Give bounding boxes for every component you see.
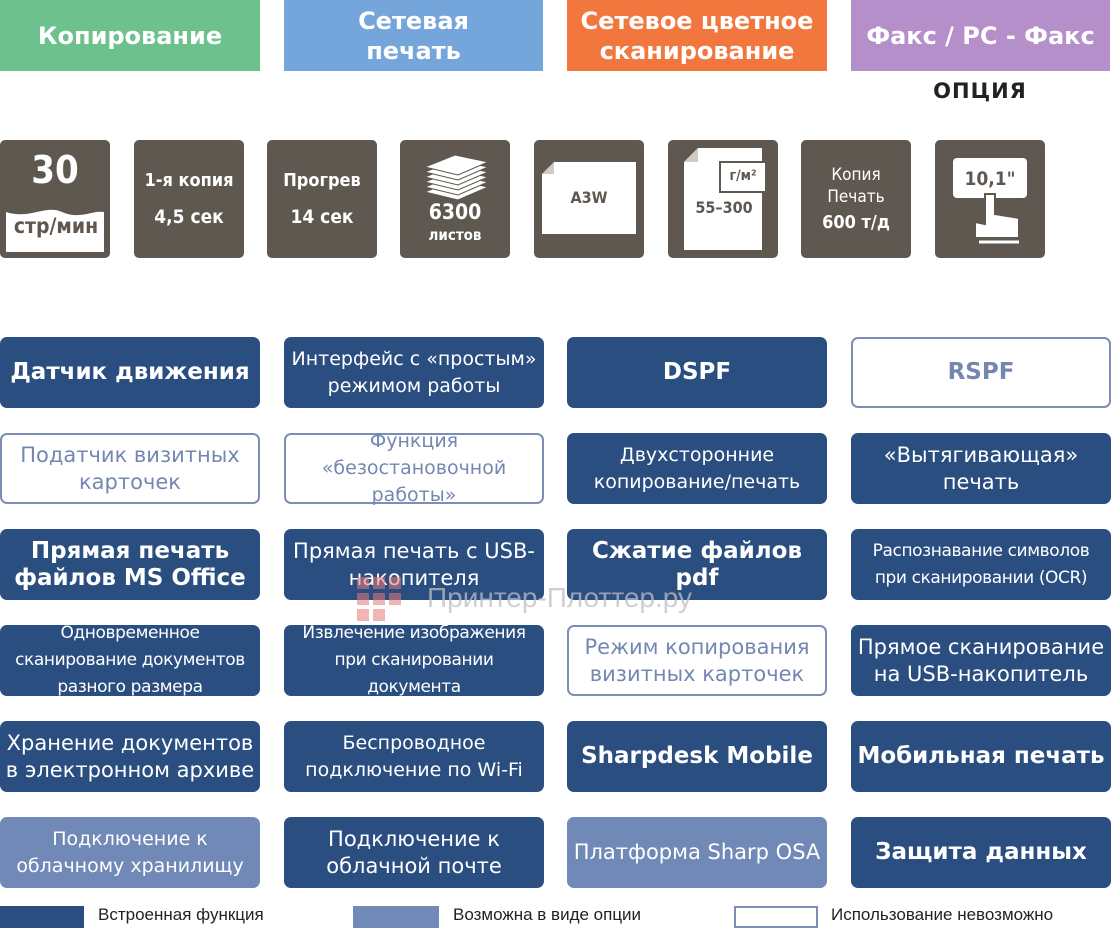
feature-label: Извлечение изображения при сканировании …: [302, 623, 526, 697]
feature-label: RSPF: [947, 359, 1015, 385]
watermark: Принтер-Плоттер.ру: [355, 575, 692, 621]
category-color-scan: Сетевое цветное сканирование: [567, 0, 827, 71]
spec-resolution: Копия Печать 600 т/д: [801, 140, 911, 258]
speed-value: 30: [31, 148, 79, 192]
paper-stack-icon: [423, 154, 490, 201]
first-copy-label: 1-я копия: [144, 170, 234, 191]
warmup-value: 14 сек: [290, 206, 354, 228]
watermark-logo: [357, 577, 401, 621]
legend-label-builtin: Встроенная функция: [98, 905, 264, 924]
legend-swatch-option: [353, 906, 439, 928]
feature-label: Платформа Sharp OSA: [573, 840, 821, 864]
category-fax: Факс / PC - Факс: [851, 0, 1110, 71]
category-copying: Копирование: [0, 0, 260, 71]
document-icon: [684, 148, 767, 250]
feature-label: Беспроводное подключение по Wi-Fi: [305, 731, 523, 781]
feature-label: Двухсторонние копирование/печать: [593, 443, 801, 493]
resolution-line3: 600 т/д: [822, 212, 890, 233]
feature-label: Прямая печать файлов MS Office: [14, 537, 246, 591]
feature-label: Распознавание символов при сканировании …: [872, 540, 1090, 588]
sheet-icon: [542, 162, 636, 234]
feature-label: Функция «безостановочной работы»: [321, 430, 507, 506]
category-label: Копирование: [37, 21, 223, 50]
feature-tile: Сжатие файлов pdf: [567, 529, 827, 600]
feature-tile: Прямая печать файлов MS Office: [0, 529, 260, 600]
feature-label: Хранение документов в электронном архиве: [5, 730, 255, 782]
feature-tile: Прямая печать с USB-накопителя: [284, 529, 544, 600]
feature-tile: Хранение документов в электронном архиве: [0, 721, 260, 792]
feature-label: Одновременное сканирование документов ра…: [15, 623, 245, 697]
feature-tile: Sharpdesk Mobile: [567, 721, 827, 792]
option-note: ОПЦИЯ: [933, 79, 1027, 103]
spec-screen: 10,1": [935, 140, 1045, 258]
feature-label: Sharpdesk Mobile: [581, 743, 813, 769]
category-label: Факс / PC - Факс: [866, 21, 1095, 50]
feature-label: Режим копирования визитных карточек: [584, 634, 810, 686]
feature-label: «Вытягивающая» печать: [883, 442, 1079, 494]
feature-tile: Податчик визитных карточек: [0, 433, 260, 504]
feature-tile: RSPF: [851, 337, 1111, 408]
spec-paper-size: A3W: [534, 140, 644, 258]
feature-tile: Функция «безостановочной работы»: [284, 430, 544, 506]
feature-tile: Подключение к облачному хранилищу: [0, 817, 260, 888]
feature-tile: Защита данных: [851, 817, 1111, 888]
feature-tile: Беспроводное подключение по Wi-Fi: [284, 721, 544, 792]
feature-label: Прямое сканирование на USB-накопитель: [857, 634, 1105, 686]
spec-warmup: Прогрев 14 сек: [267, 140, 377, 258]
capacity-unit: листов: [428, 226, 482, 244]
legend-label-option: Возможна в виде опции: [453, 905, 642, 924]
feature-tile: Двухсторонние копирование/печать: [567, 433, 827, 504]
category-label: Сетевое цветное сканирование: [580, 6, 814, 65]
feature-tile: Интерфейс с «простым» режимом работы: [284, 337, 544, 408]
feature-label: DSPF: [662, 359, 732, 385]
feature-tile: Распознавание символов при сканировании …: [851, 529, 1111, 600]
feature-label: Датчик движения: [10, 359, 250, 385]
feature-tile: Одновременное сканирование документов ра…: [0, 623, 260, 697]
category-network-print: Сетевая печать: [284, 0, 543, 71]
first-copy-value: 4,5 сек: [154, 206, 224, 228]
feature-tile: Мобильная печать: [851, 721, 1111, 792]
category-label: Сетевая печать: [358, 6, 469, 65]
feature-tile: Извлечение изображения при сканировании …: [284, 623, 544, 697]
legend-swatch-none: [734, 906, 818, 928]
resolution-line1: Копия: [831, 165, 881, 185]
spec-first-copy: 1-я копия 4,5 сек: [134, 140, 244, 258]
feature-tile: Платформа Sharp OSA: [567, 817, 827, 888]
feature-label: Защита данных: [875, 839, 1087, 865]
spec-capacity: 6300 листов: [400, 140, 510, 258]
feature-label: Подключение к облачному хранилищу: [16, 827, 244, 877]
feature-label: Подключение к облачной почте: [326, 826, 502, 878]
screen-value: 10,1": [964, 168, 1016, 190]
capacity-value: 6300: [428, 200, 482, 224]
feature-tile: «Вытягивающая» печать: [851, 433, 1111, 504]
paper-weight-value: 55–300: [695, 198, 753, 217]
legend-label-none: Использование невозможно: [831, 905, 1054, 924]
feature-tile: Датчик движения: [0, 337, 260, 408]
feature-tile: DSPF: [567, 337, 827, 408]
spec-paper-weight: г/м² 55–300: [668, 140, 778, 258]
watermark-text: Принтер-Плоттер.ру: [427, 582, 693, 613]
speed-wave-icon: [6, 209, 104, 252]
feature-label: Интерфейс с «простым» режимом работы: [291, 347, 537, 397]
feature-tile: Режим копирования визитных карточек: [567, 625, 827, 696]
speed-unit: стр/мин: [13, 214, 99, 238]
touch-screen-icon: [953, 158, 1027, 244]
legend-swatch-builtin: [0, 906, 84, 928]
resolution-line2: Печать: [827, 187, 885, 207]
feature-label: Податчик визитных карточек: [20, 442, 240, 494]
warmup-label: Прогрев: [283, 170, 361, 191]
paper-size-value: A3W: [570, 188, 608, 207]
paper-weight-unit: г/м²: [729, 168, 757, 184]
feature-tile: Подключение к облачной почте: [284, 817, 544, 888]
feature-label: Мобильная печать: [857, 743, 1105, 769]
spec-speed: 30 стр/мин: [0, 140, 110, 258]
feature-label: Сжатие файлов pdf: [592, 537, 802, 591]
feature-label: Прямая печать с USB-накопителя: [293, 538, 535, 590]
feature-tile: Прямое сканирование на USB-накопитель: [851, 625, 1111, 696]
